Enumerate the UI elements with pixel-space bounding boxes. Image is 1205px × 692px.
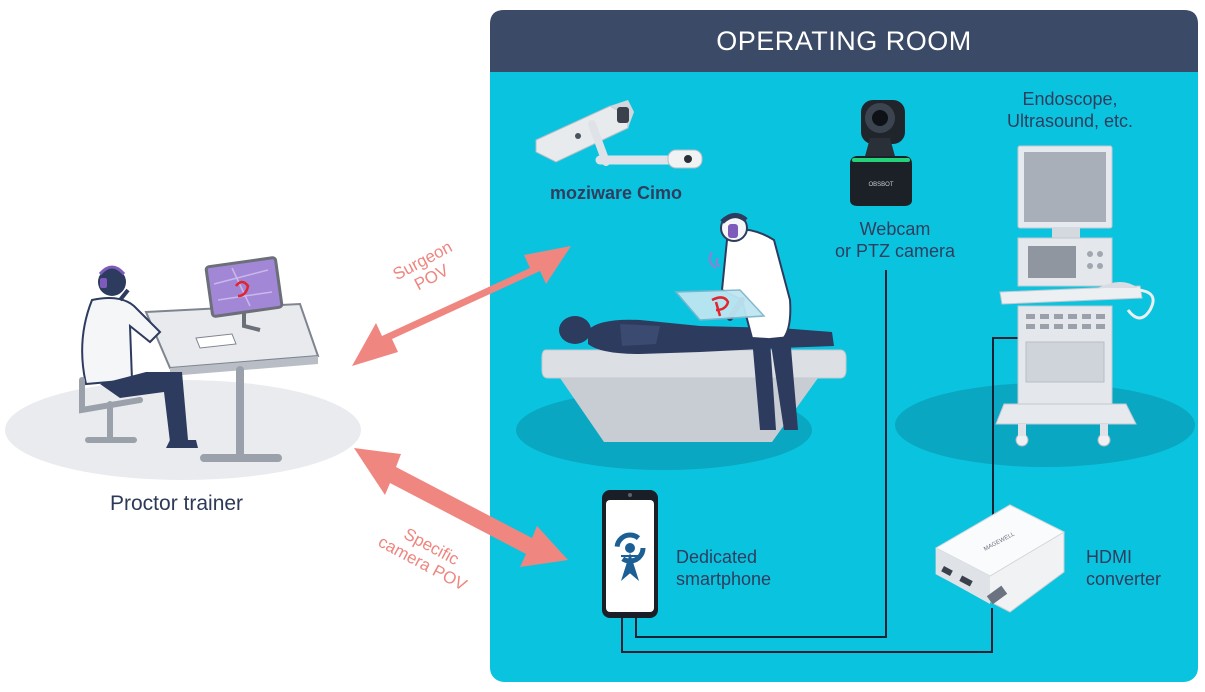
dedicated-smartphone-icon bbox=[602, 490, 658, 618]
endoscope-label-line1: Endoscope, bbox=[1022, 89, 1118, 109]
trainer-desk-icon bbox=[144, 256, 320, 462]
arrow-camera-pov bbox=[354, 448, 568, 567]
smartphone-label-line1: Dedicated bbox=[676, 547, 758, 567]
proctor-figure-icon bbox=[79, 265, 198, 448]
room-header-bar bbox=[490, 10, 1198, 72]
tablet-icon bbox=[674, 289, 766, 321]
webcam-label-line2: or PTZ camera bbox=[834, 241, 956, 261]
endoscope-label-line2: Ultrasound, etc. bbox=[1006, 111, 1134, 131]
webcam-label-line1: Webcam bbox=[859, 219, 931, 239]
operating-room-title: OPERATING ROOM bbox=[716, 26, 972, 56]
surgeon-icon bbox=[708, 213, 798, 430]
smartphone-label-line2: smartphone bbox=[676, 569, 772, 589]
arrow-surgeon-pov bbox=[352, 246, 571, 366]
ptz-camera-icon: OBSBOT bbox=[850, 100, 912, 206]
moziware-cimo-label: moziware Cimo bbox=[550, 183, 683, 203]
hdmi-converter-icon: MAGEWELL bbox=[934, 504, 1066, 613]
hdmi-converter-label: HDMI converter bbox=[1086, 546, 1161, 590]
webcam-brand-text: OBSBOT bbox=[868, 182, 893, 188]
webcam-label: Webcam or PTZ camera bbox=[820, 218, 970, 262]
endoscope-label: Endoscope, Ultrasound, etc. bbox=[985, 88, 1155, 132]
hdmi-label-line1: HDMI bbox=[1086, 547, 1132, 567]
cables bbox=[621, 270, 1025, 653]
proctor-trainer-label: Proctor trainer bbox=[110, 492, 244, 515]
endoscope-cart-icon bbox=[995, 145, 1155, 447]
smartphone-label: Dedicated smartphone bbox=[676, 546, 771, 590]
moziware-cimo-icon bbox=[535, 100, 703, 169]
hdmi-label-line2: converter bbox=[1086, 569, 1162, 589]
